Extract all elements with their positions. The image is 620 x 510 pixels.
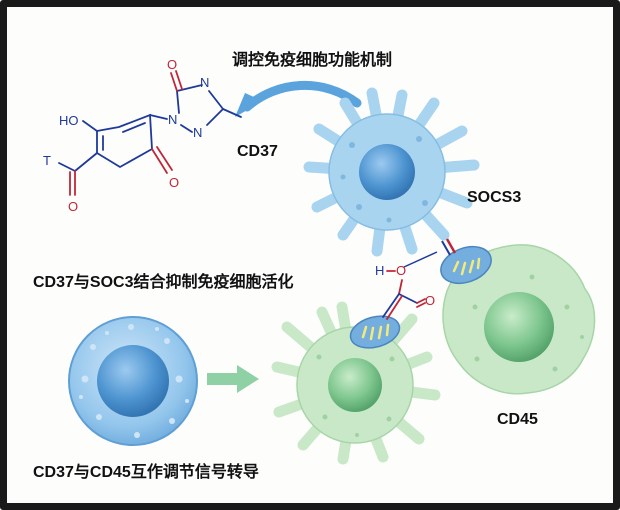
chemical-linker: H O O xyxy=(375,251,438,320)
atom-t: T xyxy=(43,153,51,168)
signal-note: CD37与CD45互作调节信号转导 xyxy=(33,462,259,481)
green-dendritic-cell xyxy=(271,301,441,465)
atom-n3: N xyxy=(193,125,202,140)
cd45-label: CD45 xyxy=(497,411,538,428)
cd45-cell xyxy=(442,244,596,395)
atom-ho: HO xyxy=(59,113,79,128)
binding-note: CD37与SOC3结合抑制免疫细胞活化 xyxy=(33,272,293,291)
atom-o-aldehyde: O xyxy=(68,199,78,214)
dendritic-cell xyxy=(303,87,480,257)
cd37-label: CD37 xyxy=(237,143,278,160)
signal-arrow xyxy=(207,365,259,393)
lymphocyte-granules xyxy=(79,324,189,438)
atom-o-ketone: O xyxy=(169,175,179,190)
dendritic-cell-granules xyxy=(340,136,428,223)
lymphocyte-nucleus xyxy=(97,345,169,417)
chemical-structure: HO O T O N N N O xyxy=(43,57,242,214)
linker-o-right: O xyxy=(425,293,435,308)
cd45-receptor xyxy=(440,245,492,285)
socs3-label: SOCS3 xyxy=(467,189,521,206)
cd45-cell-nucleus xyxy=(484,292,554,362)
atom-n1: N xyxy=(168,112,177,127)
atom-o-ring: O xyxy=(167,57,177,72)
dendritic-cell-nucleus xyxy=(359,144,415,200)
green-dendritic-nucleus xyxy=(328,358,382,412)
green-cell-receptor xyxy=(349,315,401,349)
linker-h: H xyxy=(375,263,384,278)
atom-n2: N xyxy=(200,75,209,90)
socs3-cd45-link xyxy=(445,238,457,254)
regulation-arrowhead xyxy=(235,93,263,117)
lymphocyte-cell xyxy=(68,316,198,446)
linker-o-top: O xyxy=(396,263,406,278)
mechanism-diagram: 调控免疫细胞功能机制 HO O T O N N N xyxy=(33,50,596,481)
diagram-title: 调控免疫细胞功能机制 xyxy=(232,50,392,69)
